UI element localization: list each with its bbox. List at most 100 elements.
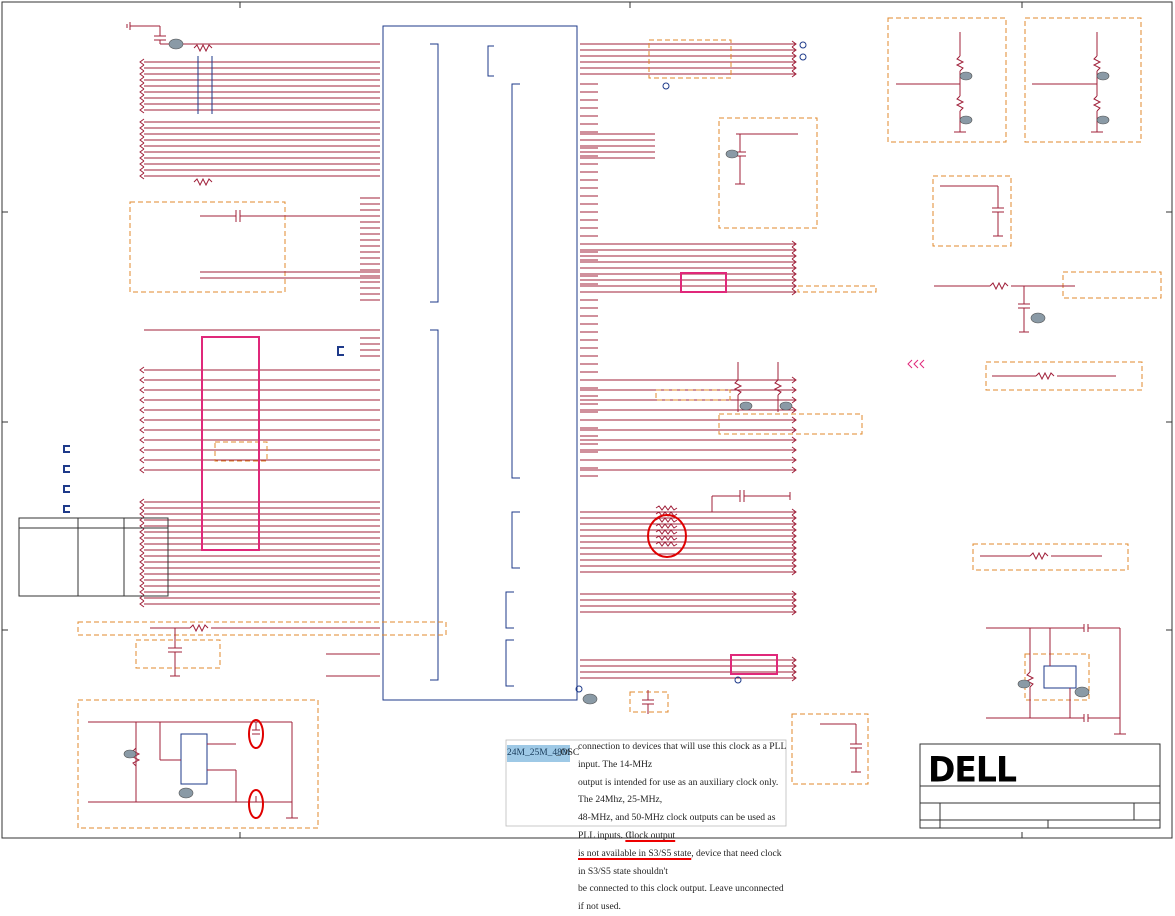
left-net-arrow [139,546,145,554]
right-net-arrow [791,526,797,534]
right-net-arrow [791,662,797,670]
right-net-arrow [791,674,797,682]
note-line-1: connection to devices that will use this… [578,741,786,770]
dell-logo: DELL [928,749,1017,790]
right-net-arrow [791,562,797,570]
schematic-sheet [1,1,1173,839]
right-net-arrow [791,252,797,260]
right-net-arrow [791,396,797,404]
right-net-arrow [791,590,797,598]
left-net-arrow [139,76,145,84]
right-net-arrow [791,58,797,66]
left-net-arrow [139,600,145,608]
left-net-arrow [139,376,145,384]
note-line-2: output is intended for use as an auxilia… [578,776,779,806]
note-line-3a: 48-MHz, and 50-MHz clock outputs can be … [578,812,776,841]
ic-internal-brackets [430,43,520,687]
left-net-arrow [139,570,145,578]
left-net-arrow [139,396,145,404]
right-net-arrow [791,258,797,266]
left-net-arrow [139,366,145,374]
right-net-arrow [791,656,797,664]
right-net-arrow [791,46,797,54]
left-net-arrow [139,426,145,434]
left-net-arrow [139,558,145,566]
border-ticks [2,2,1172,838]
note-line-3b: Clock output [625,829,676,841]
left-net-arrow [139,528,145,536]
left-net-arrow [139,142,145,150]
left-net-arrow [139,124,145,132]
right-net-arrow [791,70,797,78]
offpage-chevrons [907,359,925,369]
main-ic-outline [382,25,578,701]
right-net-arrow [791,514,797,522]
left-net-arrow [139,406,145,414]
right-pullups [642,32,1116,773]
left-net-arrow [139,582,145,590]
right-net-arrow [791,544,797,552]
left-net-arrow [139,540,145,548]
left-net-arrow [139,588,145,596]
right-net-arrow [791,416,797,424]
title-block [919,743,1161,829]
highlight-box-left [201,336,260,551]
left-net-arrow [139,534,145,542]
small-bracket-left [337,346,344,356]
left-cap-in-box [200,210,380,279]
ground-tags [123,38,1110,799]
right-net-arrow [791,668,797,676]
left-net-arrow [139,94,145,102]
callout-circle-resistor-array [647,514,687,558]
left-net-arrow [139,100,145,108]
right-net-arrow [791,436,797,444]
right-net-arrow [791,602,797,610]
right-net-arrow [791,556,797,564]
clock-net-label: 24M_25M_48M [507,745,570,762]
left-net-arrow [139,172,145,180]
right-net-arrow [791,538,797,546]
left-net-arrow [139,64,145,72]
clock-net-suffix: _OSC [556,748,580,758]
left-connector-stubs [63,445,70,513]
left-net-arrow [139,456,145,464]
resistor-pack [197,56,213,114]
left-net-arrow [139,88,145,96]
array-resistor [655,517,678,523]
highlight-box-right-2 [730,654,778,675]
right-net-arrow [791,456,797,464]
right-net-arrow [791,264,797,272]
right-net-arrow [791,520,797,528]
right-net-arrow [791,446,797,454]
note-box-border [505,739,787,827]
left-net-arrow [139,436,145,444]
right-net-arrow [791,568,797,576]
left-net-arrow [139,416,145,424]
right-net-arrow [791,246,797,254]
right-net-arrow [791,276,797,284]
left-dashed-boxes [77,201,447,829]
left-net-arrow [139,498,145,506]
note-line-4a: is not available in S3/S5 state [578,847,692,859]
right-net-arrow [791,596,797,604]
note-line-5: be connected to this clock output. Leave… [578,883,784,913]
array-resistor [655,535,678,541]
right-net-arrow [791,288,797,296]
right-net-arrow [791,40,797,48]
left-stacked-resistors [193,43,213,187]
right-net-arrow [791,52,797,60]
crystal-circuit [88,719,298,819]
top-left-ground-cap [126,22,380,45]
left-net-arrow [139,106,145,114]
left-net-arrow [139,154,145,162]
note-line-3: 48-MHz, and 50-MHz clock outputs can be … [578,809,786,845]
right-net-arrow [791,466,797,474]
right-net-arrow [791,406,797,414]
right-net-arrow [791,270,797,278]
left-net-arrow [139,386,145,394]
left-net-arrow [139,504,145,512]
left-net-arrow [139,576,145,584]
right-net-arrow [791,64,797,72]
left-net-arrow [139,552,145,560]
highlight-box-right-1 [680,272,727,293]
